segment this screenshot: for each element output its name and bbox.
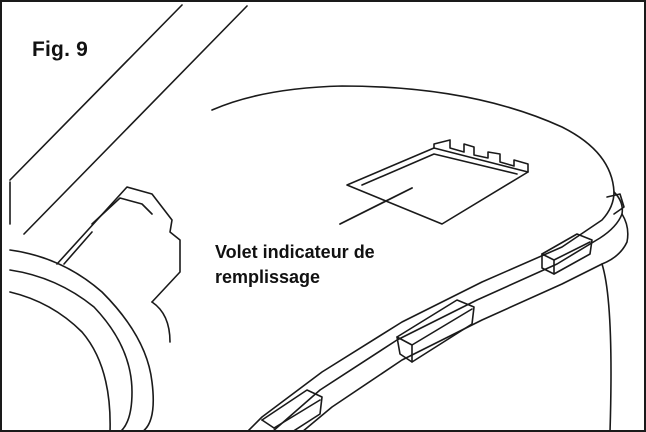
callout-label: Volet indicateur de remplissage: [215, 240, 375, 290]
inner-housing: [9, 186, 181, 430]
fill-indicator-flap: [346, 139, 529, 225]
rim-tabs: [261, 193, 625, 430]
callout-label-line-2: remplissage: [215, 267, 321, 287]
lid-outline: [211, 85, 629, 430]
figure-label: Fig. 9: [32, 38, 89, 61]
callout-label-line-1: Volet indicateur de: [215, 242, 375, 262]
callout-leader-line: [339, 187, 413, 225]
handle-arm: [9, 4, 248, 235]
